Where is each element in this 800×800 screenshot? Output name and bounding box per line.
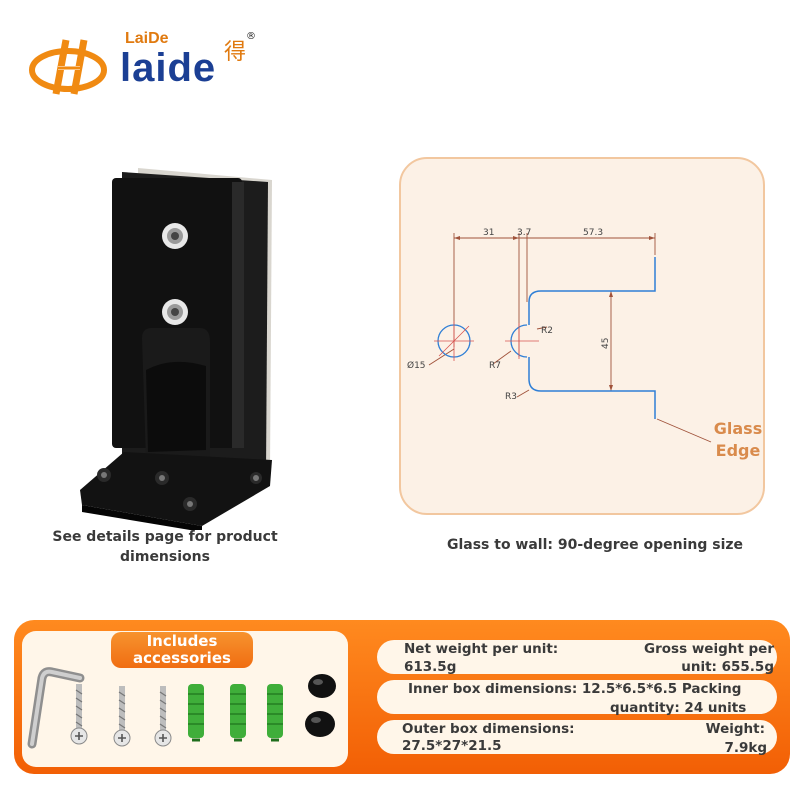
gross-weight-label: Gross weight per [644,641,774,657]
gross-weight-value: unit: 655.5g [681,659,774,675]
product-caption-line-2: dimensions [120,549,210,565]
dim-31: 31 [483,228,494,238]
accessories-image [27,667,336,749]
screw-icon [70,684,88,745]
hinge-product-image [80,168,272,530]
screw-cap-icon [308,674,336,698]
accessories-title-line-2: accessories [133,649,231,667]
dim-3-7: 3.7 [517,228,531,238]
brand-cjk-mark: 得 [224,40,247,65]
technical-drawing-card [399,157,765,515]
inner-box-line-2: quantity: 24 units [610,700,747,716]
screw-icon [113,686,131,747]
technical-drawing: 31 3.7 57.3 Ø15 R2 R7 R3 45 [407,228,712,443]
dim-r2: R2 [541,326,553,336]
glass-edge-line-2: Edge [715,441,761,460]
inner-box-line-1: Inner box dimensions: 12.5*6.5*6.5 Packi… [408,681,742,697]
brand-name: laide [120,46,217,90]
accessories-title-line-1: Includes [146,632,218,650]
wall-plug-icon [188,684,204,742]
dim-45: 45 [601,338,611,349]
spec-weights: Net weight per unit: 613.5g Gross weight… [377,640,777,675]
laide-emblem-icon [29,39,107,95]
brand-name-small: LaiDe [125,30,169,47]
drawing-caption: Glass to wall: 90-degree opening size [446,537,744,553]
net-weight-label: Net weight per unit: [404,641,559,657]
dim-r3: R3 [505,392,517,402]
spec-outer-box: Outer box dimensions: 27.5*27*21.5 Weigh… [377,720,777,756]
carton-weight-value: 7.9kg [724,740,767,756]
dim-diameter: Ø15 [407,360,426,371]
screw-icon [154,686,172,747]
registered-mark: ® [246,31,256,42]
product-caption-line-1: See details page for product [52,529,278,545]
screw-cap-icon [305,711,335,737]
glass-edge-label: Glass Edge [708,418,768,462]
wall-plug-icon [230,684,246,742]
allen-key-icon [27,667,85,749]
accessories-title: Includes accessories [111,632,253,668]
dim-r7: R7 [489,361,501,371]
glass-edge-line-1: Glass [713,419,763,438]
product-caption: See details page for product dimensions [40,527,290,567]
outer-box-label: Outer box dimensions: [402,721,575,737]
spec-inner-box: Inner box dimensions: 12.5*6.5*6.5 Packi… [377,680,777,716]
carton-weight-label: Weight: [705,721,765,737]
net-weight-value: 613.5g [404,659,457,675]
outer-box-value: 27.5*27*21.5 [402,738,502,754]
dim-57-3: 57.3 [583,228,603,238]
wall-plug-icon [267,684,283,742]
brand-logo: LaiDe laide 得 ® [28,28,268,100]
